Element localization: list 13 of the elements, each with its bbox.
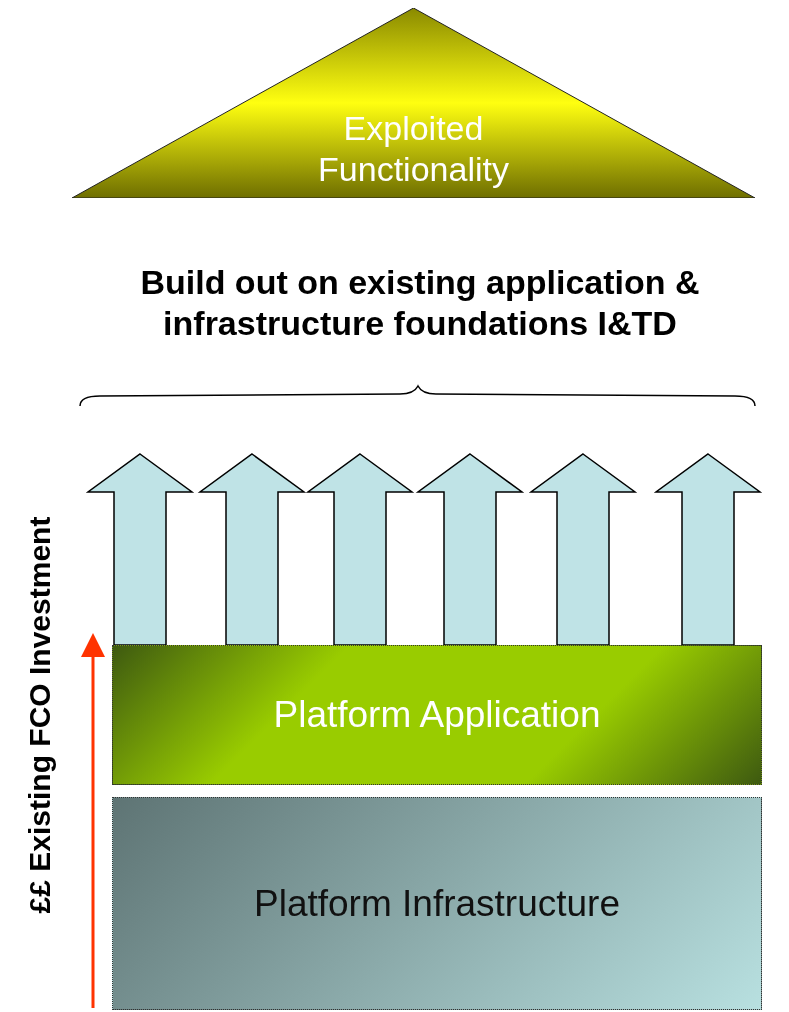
axis-label: ££ Existing FCO Investment xyxy=(23,516,57,914)
heading: Build out on existing application & infrastructure foundations I&TD xyxy=(139,262,701,345)
layer-label: Platform Application xyxy=(273,693,601,738)
block-arrow xyxy=(653,453,763,646)
layer-label: Platform Infrastructure xyxy=(254,881,620,926)
node-label: Exploited Functionality xyxy=(317,108,510,191)
block-arrow xyxy=(197,453,307,646)
block-arrow xyxy=(85,453,195,646)
block-arrow xyxy=(415,453,525,646)
block-arrow xyxy=(528,453,638,646)
layer-box xyxy=(112,797,762,1010)
block-arrow xyxy=(305,453,415,646)
layer-box xyxy=(112,645,762,785)
